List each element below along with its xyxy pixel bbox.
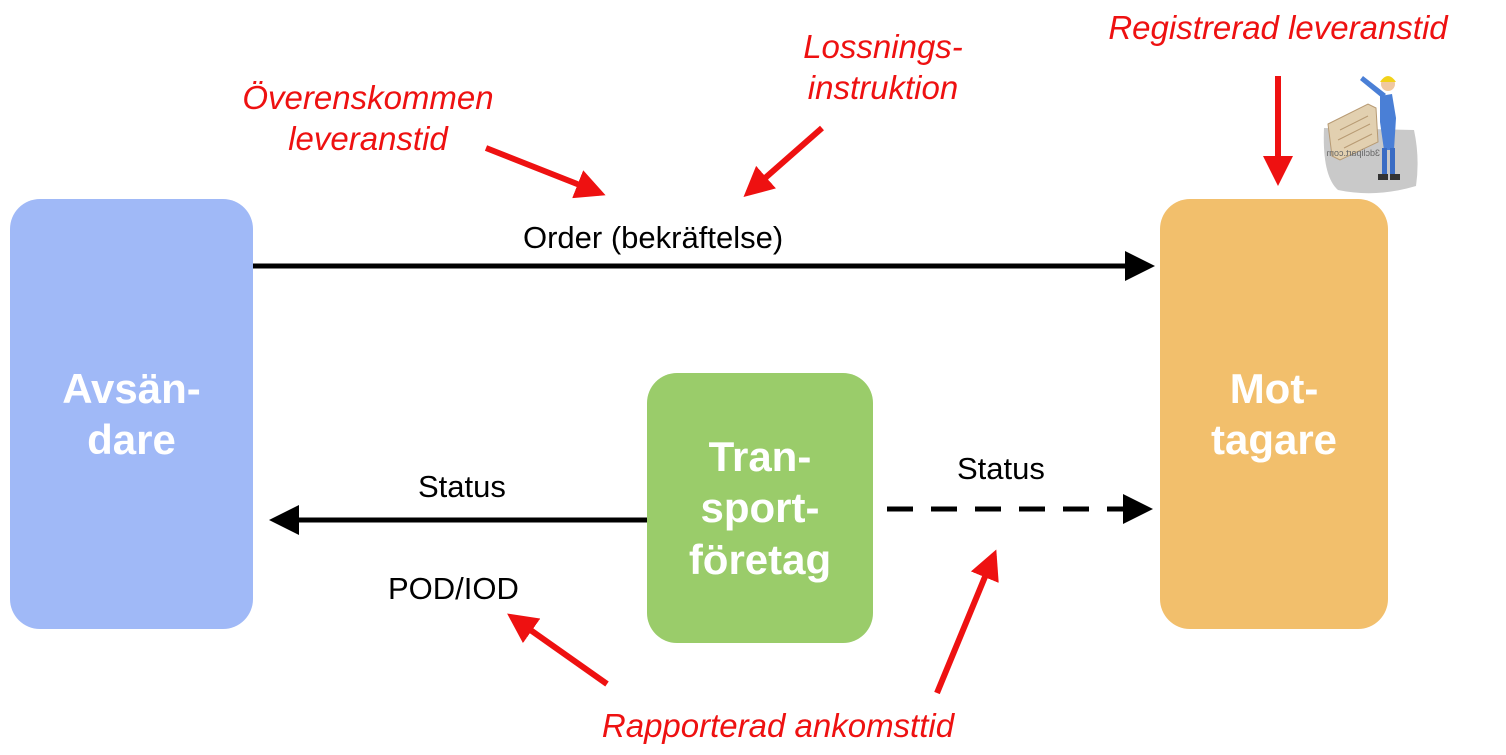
receiver-label: Mot- tagare: [1210, 364, 1338, 463]
receiver-box: Mot- tagare: [1160, 199, 1388, 629]
pod-pointer-arrow: [507, 613, 609, 687]
worker-with-map-illustration: 3dclipart.com: [1323, 76, 1418, 194]
reported-arrival-time-note: Rapporterad ankomsttid: [601, 707, 955, 744]
transport-company-label: Tran- sport- företag: [688, 433, 832, 583]
agreed-delivery-time-note: Överenskommen leveranstid: [242, 79, 494, 158]
sender-label: Avsän- dare: [62, 364, 201, 463]
sender-box: Avsän- dare: [10, 199, 253, 629]
agreed-time-pointer-arrow: [484, 145, 606, 199]
transport-company-box: Tran- sport- företag: [647, 373, 873, 643]
status-right-label: Status: [957, 451, 1045, 486]
status-left-label: Status: [418, 469, 506, 504]
unloading-pointer-arrow: [743, 125, 824, 197]
unloading-instruction-note: Lossnings- instruktion: [803, 28, 963, 107]
clipart-caption: 3dclipart.com: [1326, 148, 1380, 158]
pod-iod-label: POD/IOD: [388, 571, 519, 606]
registered-delivery-time-note: Registrerad leveranstid: [1108, 9, 1448, 46]
order-label: Order (bekräftelse): [523, 220, 784, 255]
arrival-pointer-arrow: [934, 549, 999, 695]
